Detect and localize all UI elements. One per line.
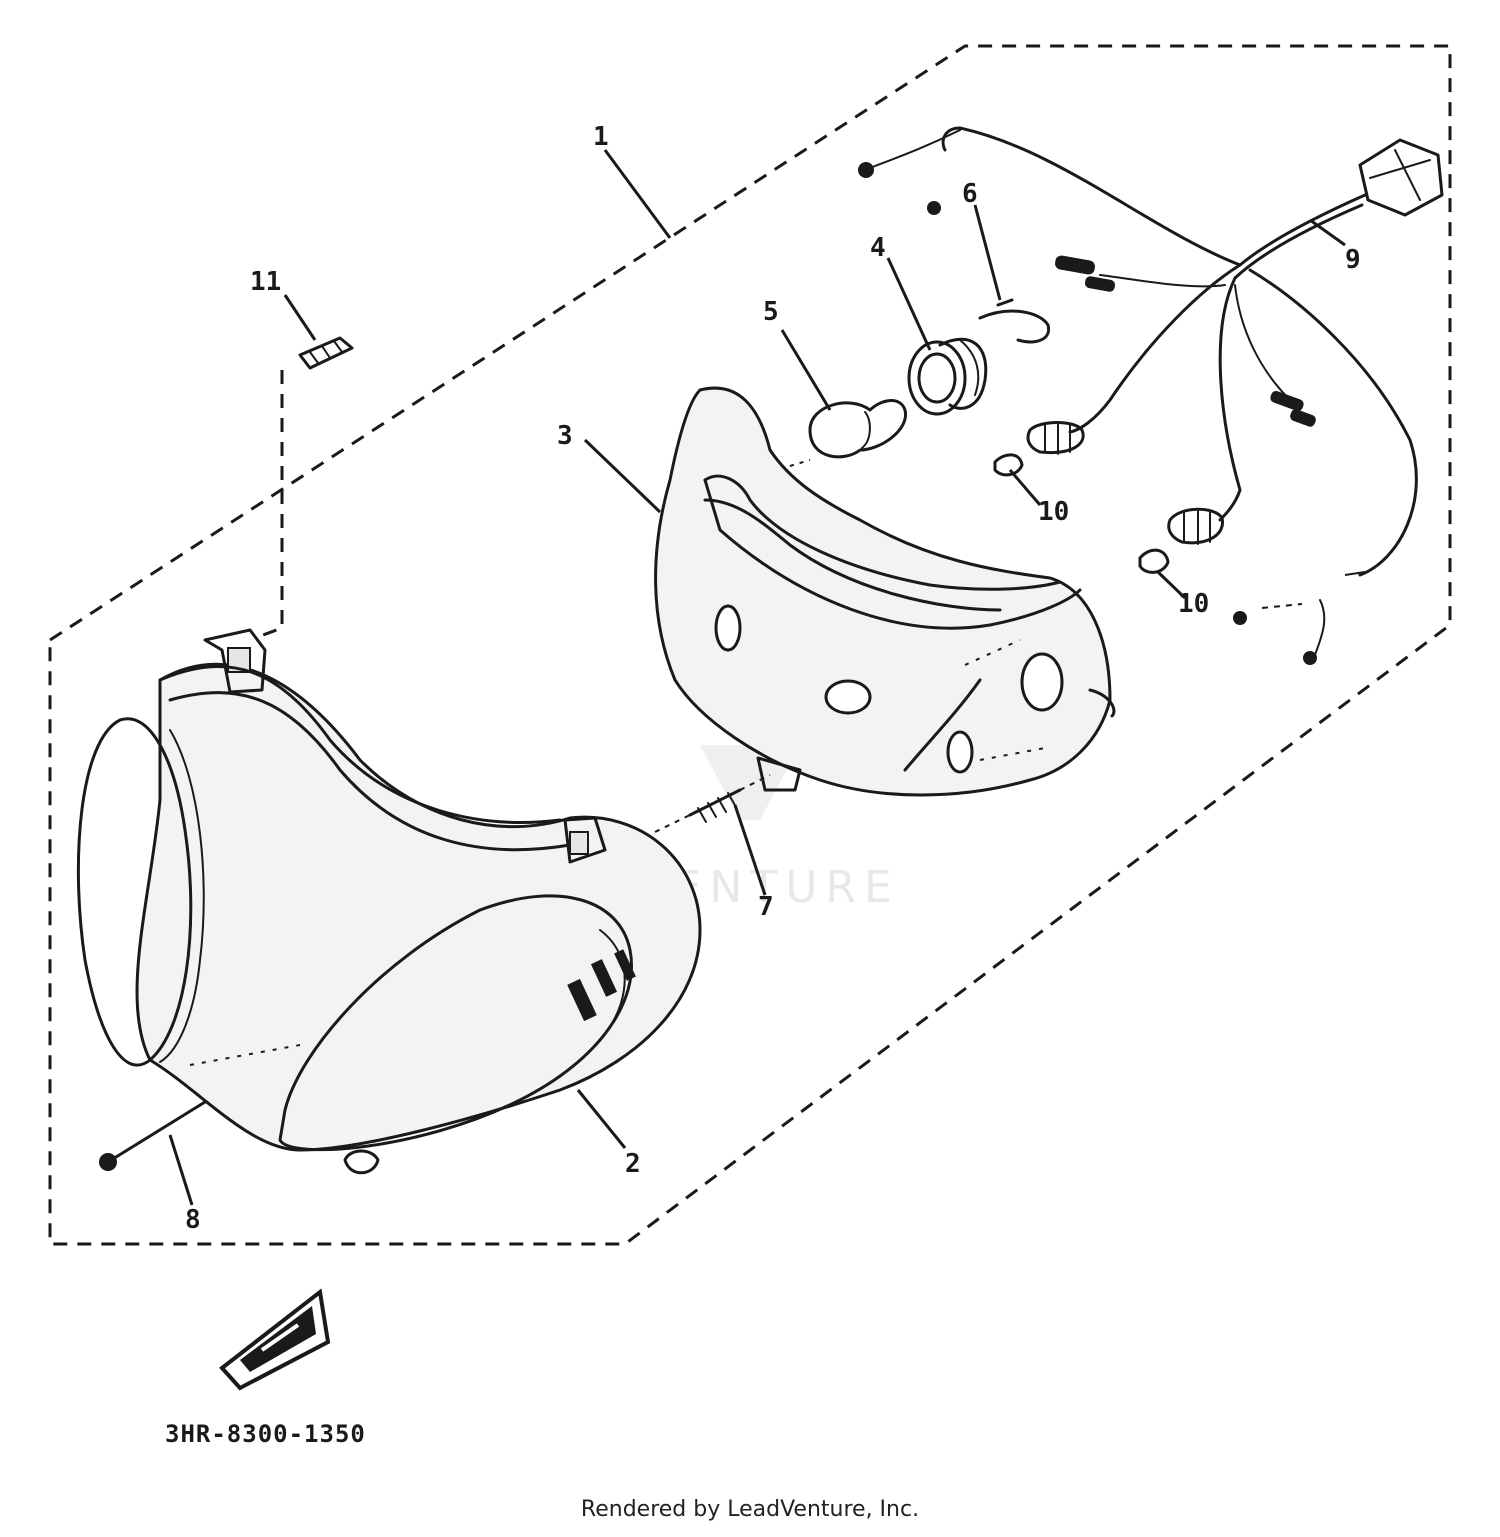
headlight-unit-part-3 (654, 386, 1116, 797)
adjuster-detail (567, 949, 636, 1022)
callouts: 1 2 3 4 5 6 7 8 9 10 10 11 (185, 122, 1361, 1235)
wire-harness-part-9 (858, 126, 1444, 665)
callout-4: 4 (870, 233, 886, 263)
callout-7: 7 (758, 892, 774, 922)
socket-part-4 (907, 337, 988, 416)
clip-part-11 (298, 336, 354, 370)
terminal-cluster-upper (1055, 255, 1116, 292)
callout-2: 2 (625, 1149, 641, 1179)
assembly-boundary (48, 44, 1452, 1246)
bulb-part-5 (789, 399, 907, 467)
callout-3: 3 (557, 421, 573, 451)
callout-8: 8 (185, 1205, 201, 1235)
screw-part-8 (99, 1100, 207, 1171)
callout-5: 5 (763, 297, 779, 327)
footer-credit: Rendered by LeadVenture, Inc. (580, 1497, 920, 1522)
pilot-bulb-socket-lower (1138, 507, 1225, 574)
terminal-cluster-lower (1270, 390, 1316, 427)
headlight-housing-part-2 (76, 628, 702, 1175)
leader-11-dashed (254, 370, 284, 640)
spring-part-7 (654, 774, 771, 833)
callout-6: 6 (962, 179, 978, 209)
diagram-code: 3HR-8300-1350 (165, 1420, 366, 1448)
leader-lines (168, 149, 1346, 1206)
callout-10-lower: 10 (1178, 589, 1209, 619)
front-arrow-badge (219, 1288, 331, 1391)
callout-10-upper: 10 (1038, 497, 1069, 527)
pilot-bulb-socket-upper (993, 421, 1085, 477)
clip-part-6 (978, 298, 1051, 344)
callout-1: 1 (593, 122, 609, 152)
callout-9: 9 (1345, 245, 1361, 275)
callout-11: 11 (250, 267, 281, 297)
